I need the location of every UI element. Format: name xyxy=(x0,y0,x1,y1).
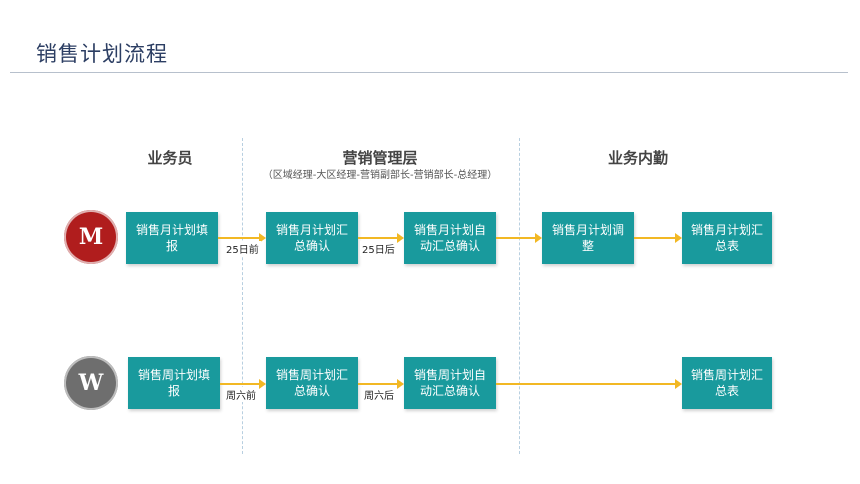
lane-divider-1 xyxy=(242,138,243,454)
lane-title-office-staff: 业务内勤 xyxy=(607,149,668,167)
weekly-arrow-1 xyxy=(220,379,266,389)
weekly-step-fill-plan: 销售周计划填报 xyxy=(128,357,220,409)
monthly-edge-label-1: 25日前 xyxy=(224,241,261,256)
page-title: 销售计划流程 xyxy=(36,42,168,66)
lane-title-management: 营销管理层 xyxy=(342,149,418,167)
monthly-arrow-1 xyxy=(218,233,266,243)
lane-divider-2 xyxy=(519,138,520,454)
lane-title-salesperson: 业务员 xyxy=(147,149,193,167)
weekly-badge: W xyxy=(64,356,118,410)
monthly-badge: M xyxy=(64,210,118,264)
lane-subtitle-management: （区域经理-大区经理-营销副部长-营销部长-总经理） xyxy=(262,170,498,181)
weekly-arrow-3 xyxy=(496,379,682,389)
monthly-arrow-2 xyxy=(358,233,404,243)
monthly-edge-label-2: 25日后 xyxy=(360,241,397,256)
weekly-step-auto-summary: 销售周计划自动汇总确认 xyxy=(404,357,496,409)
monthly-step-summary-confirm: 销售月计划汇总确认 xyxy=(266,212,358,264)
weekly-edge-label-1: 周六前 xyxy=(224,387,258,402)
weekly-step-summary-confirm: 销售周计划汇总确认 xyxy=(266,357,358,409)
monthly-step-fill-plan: 销售月计划填报 xyxy=(126,212,218,264)
weekly-arrow-2 xyxy=(358,379,404,389)
monthly-arrow-4 xyxy=(634,233,682,243)
weekly-edge-label-2: 周六后 xyxy=(362,387,396,402)
title-underline xyxy=(10,72,848,73)
weekly-step-summary-table: 销售周计划汇总表 xyxy=(682,357,772,409)
monthly-step-summary-table: 销售月计划汇总表 xyxy=(682,212,772,264)
monthly-arrow-3 xyxy=(496,233,542,243)
monthly-step-auto-summary: 销售月计划自动汇总确认 xyxy=(404,212,496,264)
monthly-step-adjust: 销售月计划调整 xyxy=(542,212,634,264)
